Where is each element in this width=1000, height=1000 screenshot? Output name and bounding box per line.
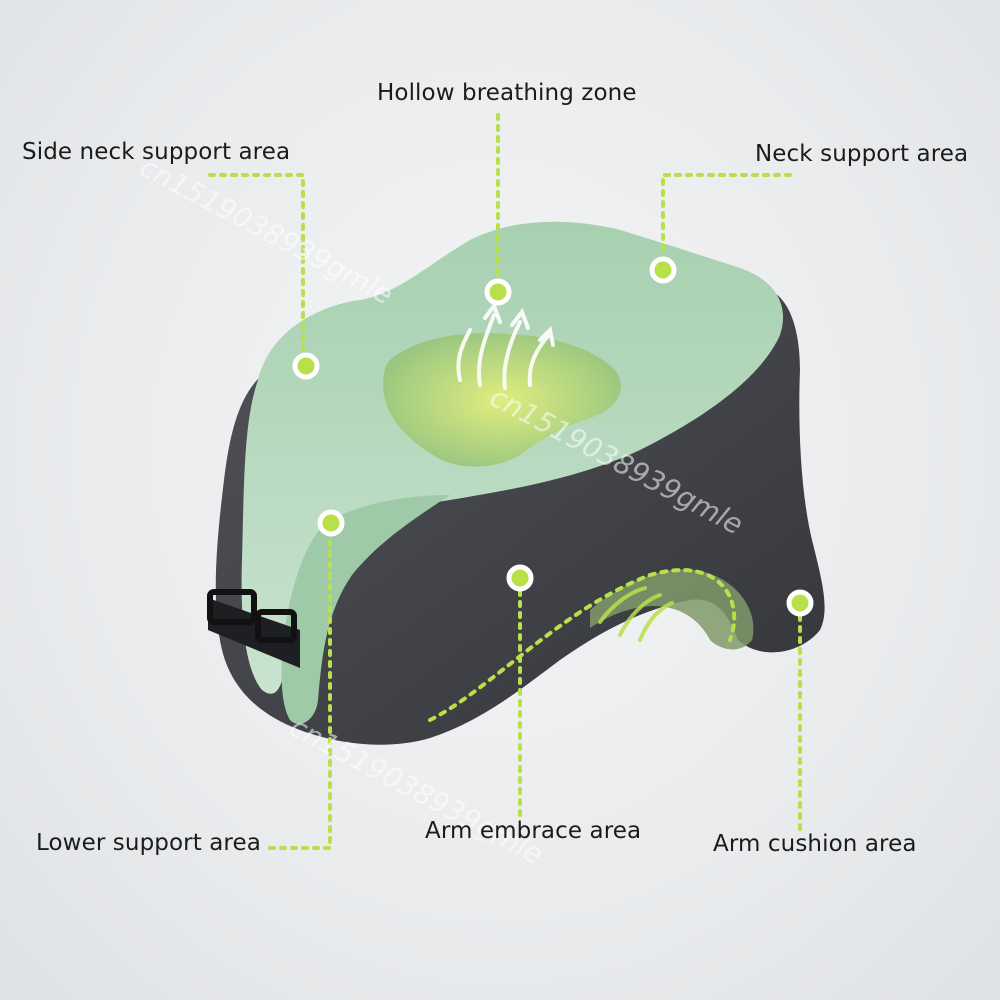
- label-side-neck-support-area: Side neck support area: [22, 139, 291, 165]
- marker-dots: [292, 256, 814, 617]
- marker-dot-arm-cushion: [786, 589, 814, 617]
- connector-lines: [208, 113, 802, 850]
- marker-dot-neck: [649, 256, 677, 284]
- marker-dot-lower: [317, 509, 345, 537]
- air-arrows-up: [456, 301, 555, 390]
- label-hollow-breathing-zone: Hollow breathing zone: [377, 80, 637, 106]
- breathing-hole: [383, 333, 621, 467]
- marker-dot-side-neck: [292, 352, 320, 380]
- pillow-green-band: [281, 495, 450, 724]
- buckle-strap: [207, 589, 300, 668]
- marker-dot-arm-embrace: [506, 564, 534, 592]
- label-arm-embrace-area: Arm embrace area: [425, 818, 642, 844]
- air-arrows-tunnel: [598, 586, 674, 642]
- label-arm-cushion-area: Arm cushion area: [713, 831, 917, 857]
- marker-dot-breathing: [484, 278, 512, 306]
- label-neck-support-area: Neck support area: [755, 141, 969, 167]
- arm-embrace-curve: [428, 568, 737, 722]
- label-lower-support-area: Lower support area: [36, 830, 261, 856]
- arm-tunnel-opening: [590, 569, 754, 650]
